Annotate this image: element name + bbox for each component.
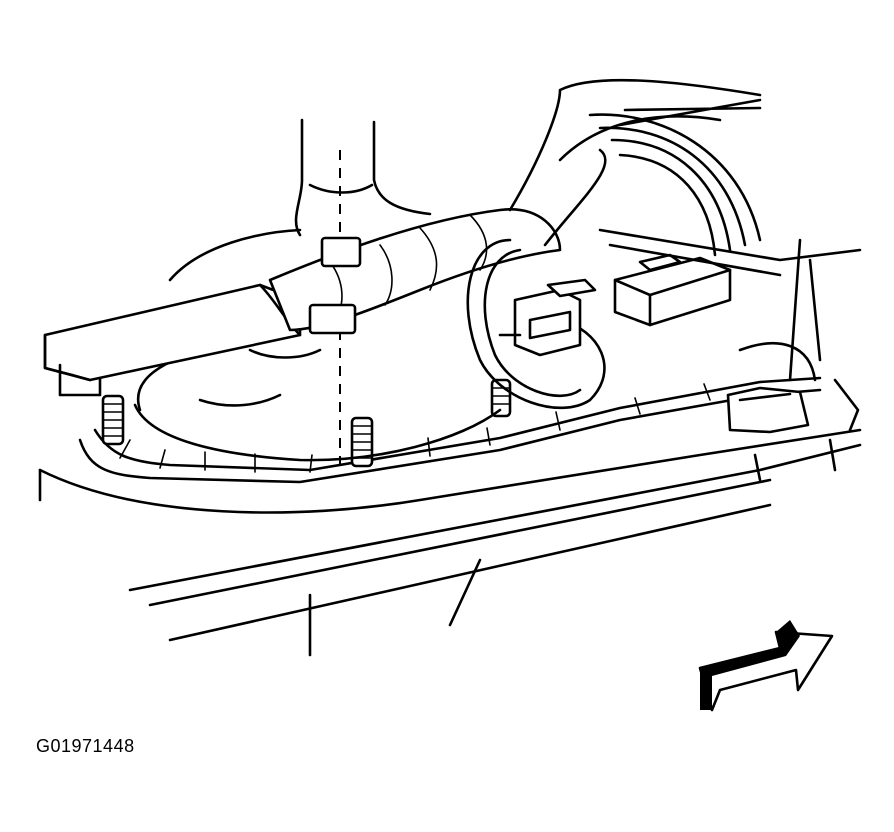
harness-sweep — [508, 78, 762, 257]
front-direction-arrow-icon — [698, 620, 834, 712]
figure-code: G01971448 — [36, 736, 135, 756]
side-panel — [598, 228, 862, 482]
stud-left — [101, 394, 125, 446]
stud-center — [350, 416, 374, 468]
mounting-studs — [101, 378, 512, 468]
loop-wire — [466, 238, 606, 410]
console-panel — [38, 428, 862, 657]
bracket-bar — [43, 283, 302, 397]
tray-gasket — [78, 376, 822, 484]
connector-left — [498, 278, 597, 357]
connector-right — [613, 253, 732, 327]
wiring-harness — [268, 208, 562, 335]
shift-lever — [294, 118, 432, 470]
wire-clip — [726, 386, 810, 434]
